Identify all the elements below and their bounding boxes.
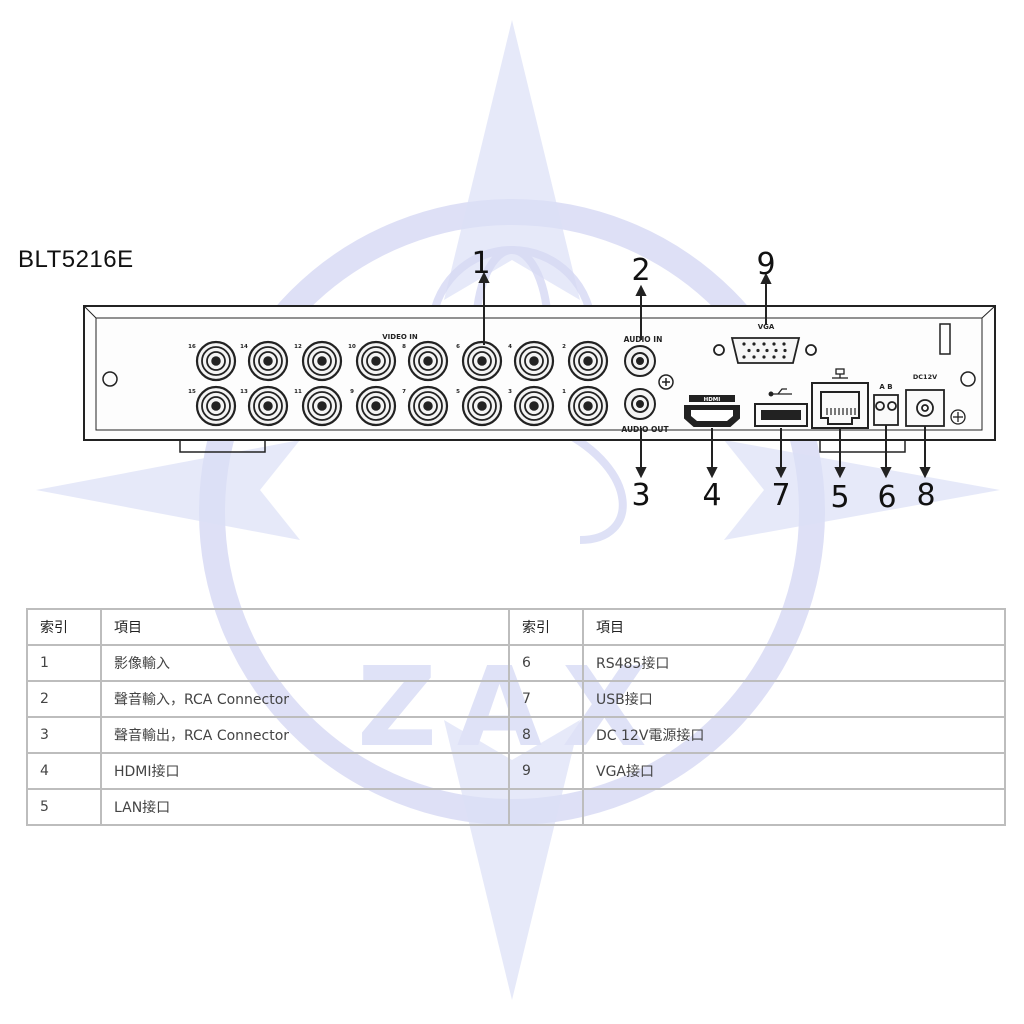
callout-2: 2	[631, 253, 650, 288]
channel-number: 2	[562, 344, 566, 350]
channel-number: 4	[508, 344, 512, 350]
channel-number: 3	[508, 389, 512, 395]
ground-icon	[950, 409, 966, 425]
bnc-connector	[301, 340, 343, 382]
cell-index: 3	[26, 716, 102, 754]
cell-item: LAN接口	[100, 788, 510, 826]
callout-9: 9	[756, 247, 775, 282]
cell-index: 1	[26, 644, 102, 682]
cell-index: 9	[508, 752, 584, 790]
bnc-connector	[301, 385, 343, 427]
table-row: 3 聲音輸出，RCA Connector 8 DC 12V電源接口	[26, 716, 1006, 754]
table-row: 2 聲音輸入，RCA Connector 7 USB接口	[26, 680, 1006, 718]
cell-index: 8	[508, 716, 584, 754]
port-index-table: 索引 項目 索引 項目 1 影像輸入 6 RS485接口 2 聲音輸入，RCA …	[26, 608, 1006, 826]
callout-lines	[478, 271, 931, 479]
channel-number: 10	[348, 344, 356, 350]
cell-item: DC 12V電源接口	[582, 716, 1006, 754]
bnc-connector	[355, 340, 397, 382]
callout-1: 1	[471, 246, 490, 281]
audio-in-label: AUDIO IN	[624, 335, 663, 344]
bnc-connector	[355, 385, 397, 427]
usb-icon	[768, 388, 792, 397]
cell-item: VGA接口	[582, 752, 1006, 790]
cell-item	[582, 788, 1006, 826]
cell-item: USB接口	[582, 680, 1006, 718]
cell-index	[508, 788, 584, 826]
network-icon	[832, 368, 848, 379]
header-index-2: 索引	[508, 608, 584, 646]
model-title: BLT5216E	[18, 246, 134, 273]
channel-number: 1	[562, 389, 566, 395]
header-item-1: 項目	[100, 608, 510, 646]
bnc-connector	[247, 385, 289, 427]
cell-item: 聲音輸入，RCA Connector	[100, 680, 510, 718]
dc-power-port	[905, 389, 945, 427]
vga-label: VGA	[758, 323, 775, 331]
cell-index: 6	[508, 644, 584, 682]
channel-number: 5	[456, 389, 460, 395]
cell-index: 4	[26, 752, 102, 790]
vga-port	[713, 337, 817, 364]
bnc-connector	[513, 340, 555, 382]
hdmi-port	[684, 405, 740, 427]
bnc-connector	[247, 340, 289, 382]
usb-port	[754, 403, 808, 427]
channel-number: 8	[402, 344, 406, 350]
bnc-connector	[567, 385, 609, 427]
table-header-row: 索引 項目 索引 項目	[26, 608, 1006, 646]
hdmi-logo	[689, 395, 735, 402]
table-row: 5 LAN接口	[26, 788, 1006, 826]
channel-number: 9	[350, 389, 354, 395]
table-row: 1 影像輸入 6 RS485接口	[26, 644, 1006, 682]
dc-label: DC12V	[913, 373, 937, 381]
rs485-label: A B	[879, 383, 892, 391]
video-in-connectors: 16 14 12 10 8 6 4 2 15 13 11 9 7 5 3 1	[188, 340, 609, 427]
bnc-connector	[567, 340, 609, 382]
audio-out-connector	[624, 388, 656, 420]
lan-port	[811, 382, 869, 429]
channel-number: 15	[188, 389, 196, 395]
channel-number: 13	[240, 389, 248, 395]
bnc-connector	[461, 340, 503, 382]
audio-in-connector	[624, 345, 656, 377]
callout-8: 8	[916, 478, 935, 513]
callout-7: 7	[771, 478, 790, 513]
channel-number: 14	[240, 344, 248, 350]
channel-number: 12	[294, 344, 302, 350]
channel-number: 6	[456, 344, 460, 350]
callout-3: 3	[631, 478, 650, 513]
channel-number: 16	[188, 344, 196, 350]
video-in-label: VIDEO IN	[382, 333, 418, 341]
audio-out-label: AUDIO OUT	[621, 425, 669, 434]
bnc-connector	[461, 385, 503, 427]
channel-number: 7	[402, 389, 406, 395]
header-index-1: 索引	[26, 608, 102, 646]
cell-index: 5	[26, 788, 102, 826]
callout-4: 4	[702, 478, 721, 513]
cell-item: 聲音輸出，RCA Connector	[100, 716, 510, 754]
callout-5: 5	[830, 480, 849, 515]
bnc-connector	[195, 385, 237, 427]
cell-index: 7	[508, 680, 584, 718]
cell-item: RS485接口	[582, 644, 1006, 682]
bnc-connector	[513, 385, 555, 427]
ground-screw-icon	[658, 374, 674, 390]
channel-number: 11	[294, 389, 302, 395]
cell-item: 影像輸入	[100, 644, 510, 682]
bnc-connector	[407, 340, 449, 382]
callout-6: 6	[877, 480, 896, 515]
cell-item: HDMI接口	[100, 752, 510, 790]
rs485-terminal	[873, 394, 899, 426]
header-item-2: 項目	[582, 608, 1006, 646]
bnc-connector	[195, 340, 237, 382]
hdmi-label: HDMI	[704, 397, 721, 403]
cell-index: 2	[26, 680, 102, 718]
bnc-connector	[407, 385, 449, 427]
table-row: 4 HDMI接口 9 VGA接口	[26, 752, 1006, 790]
